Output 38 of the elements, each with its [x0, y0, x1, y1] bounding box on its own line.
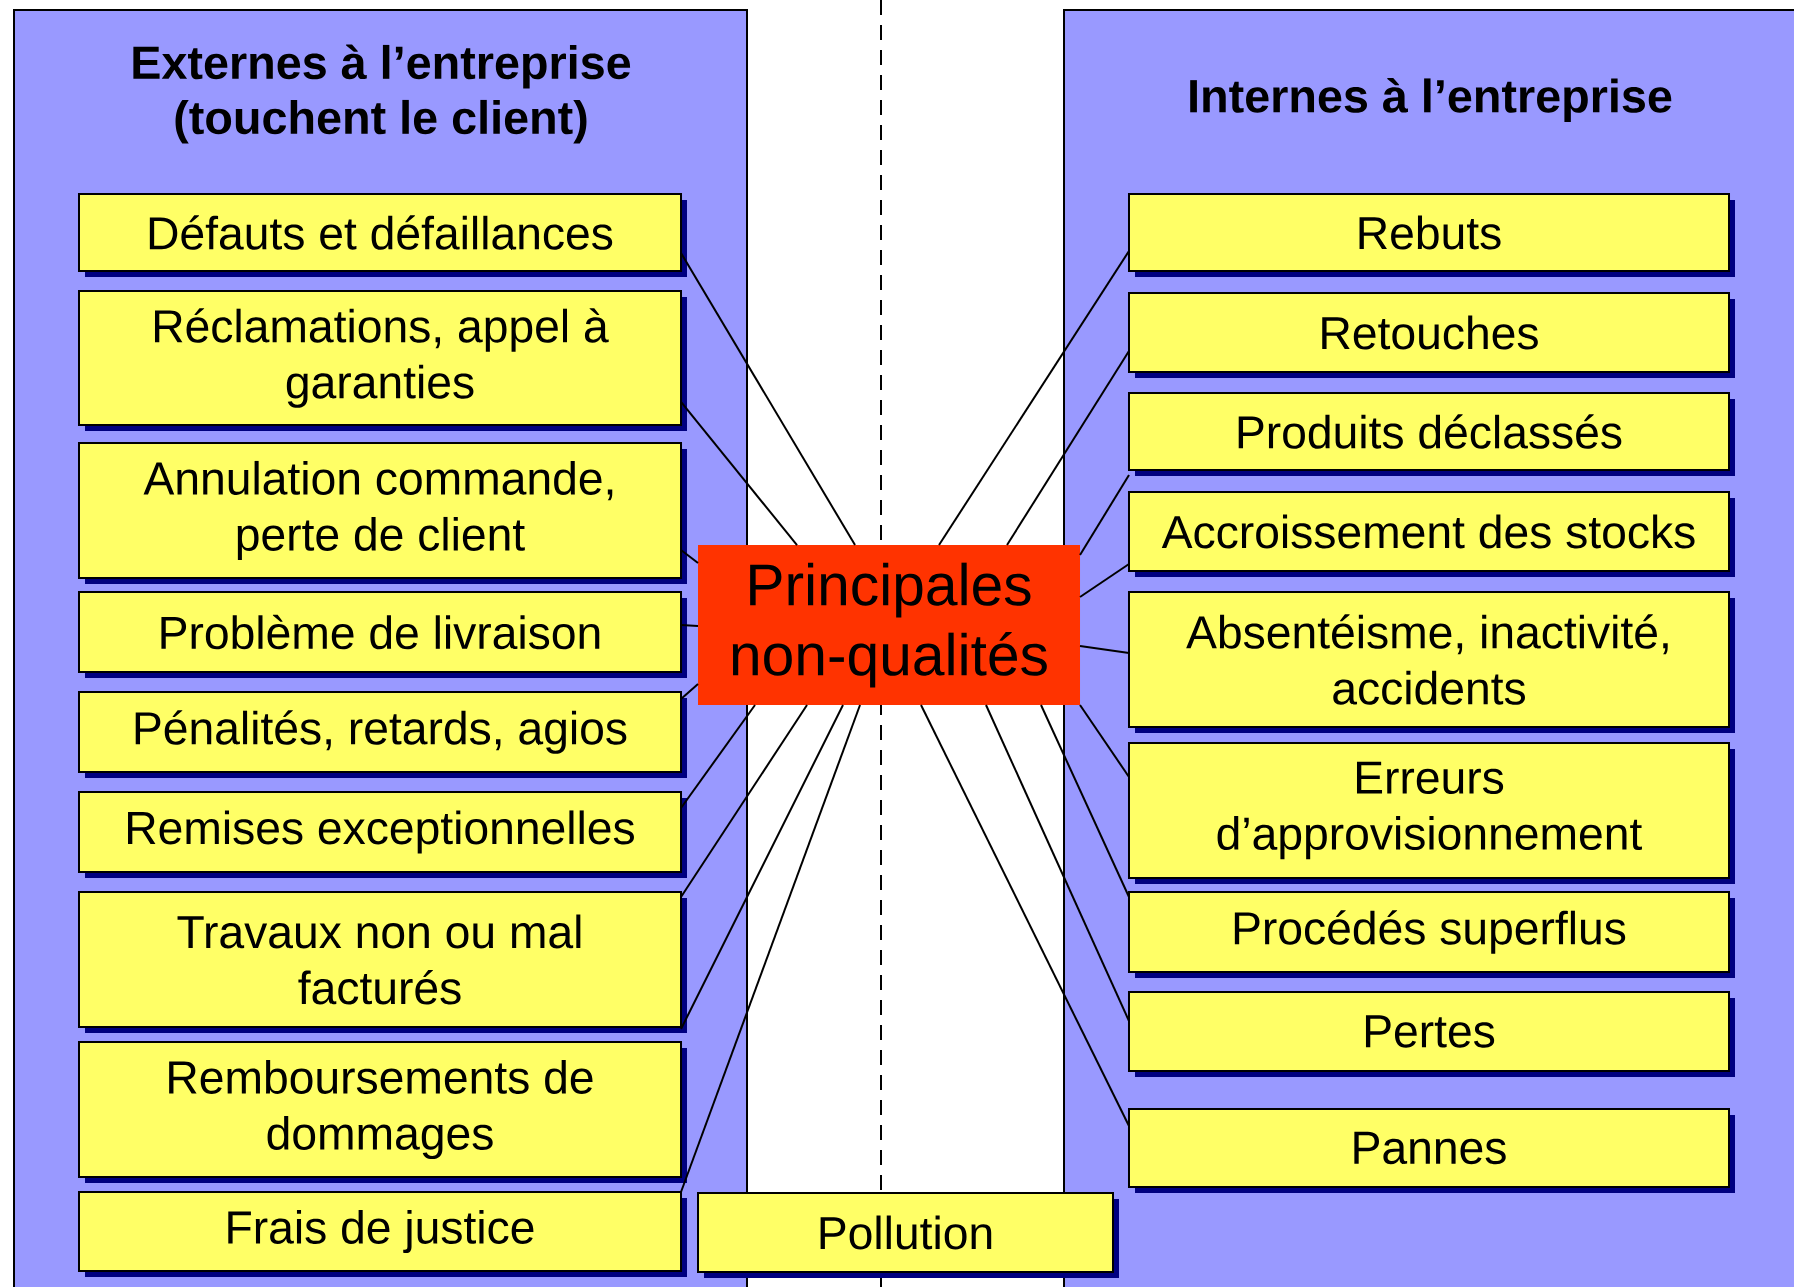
label-box: Annulation commande, perte de client	[78, 442, 687, 584]
connector-line	[680, 401, 798, 546]
connector-line	[680, 704, 808, 898]
label-box: Accroissement des stocks	[1128, 491, 1735, 577]
label-box: Défauts et défaillances	[78, 193, 687, 277]
connector-line	[680, 252, 856, 546]
label-box: Procédés superflus	[1128, 891, 1735, 978]
label-box: Erreurs d’approvisionnement	[1128, 742, 1735, 884]
connector-line	[985, 704, 1130, 1022]
connector-line	[938, 250, 1130, 546]
label-box: Produits déclassés	[1128, 392, 1735, 476]
connector-line	[920, 704, 1130, 1127]
label-box: Pertes	[1128, 991, 1735, 1077]
connector-line	[1079, 563, 1130, 598]
label-box: Pénalités, retards, agios	[78, 691, 687, 778]
connector-line	[680, 704, 861, 1193]
connector-line	[680, 704, 844, 1030]
central-box: Principales non-qualités	[698, 545, 1080, 705]
connector-line	[680, 624, 699, 627]
label-box: Absentéisme, inactivité, accidents	[1128, 591, 1735, 733]
label-box: Remises exceptionnelles	[78, 791, 687, 878]
connector-line	[680, 704, 756, 809]
label-box: Réclamations, appel à garanties	[78, 290, 687, 431]
connector-line	[680, 683, 699, 700]
label-box: Problème de livraison	[78, 591, 687, 678]
label-box: Retouches	[1128, 292, 1735, 378]
label-box: Remboursements de dommages	[78, 1041, 687, 1183]
label-box: Rebuts	[1128, 193, 1735, 277]
connector-line	[1079, 704, 1130, 778]
connector-line	[1040, 704, 1130, 898]
label-box: Pannes	[1128, 1108, 1735, 1193]
connector-line	[1079, 645, 1130, 654]
connector-line	[1079, 474, 1130, 556]
label-box: Travaux non ou mal facturés	[78, 891, 687, 1033]
connector-line	[680, 549, 699, 564]
label-box: Frais de justice	[78, 1191, 687, 1277]
label-box: Pollution	[697, 1192, 1119, 1278]
connector-line	[1006, 350, 1130, 546]
